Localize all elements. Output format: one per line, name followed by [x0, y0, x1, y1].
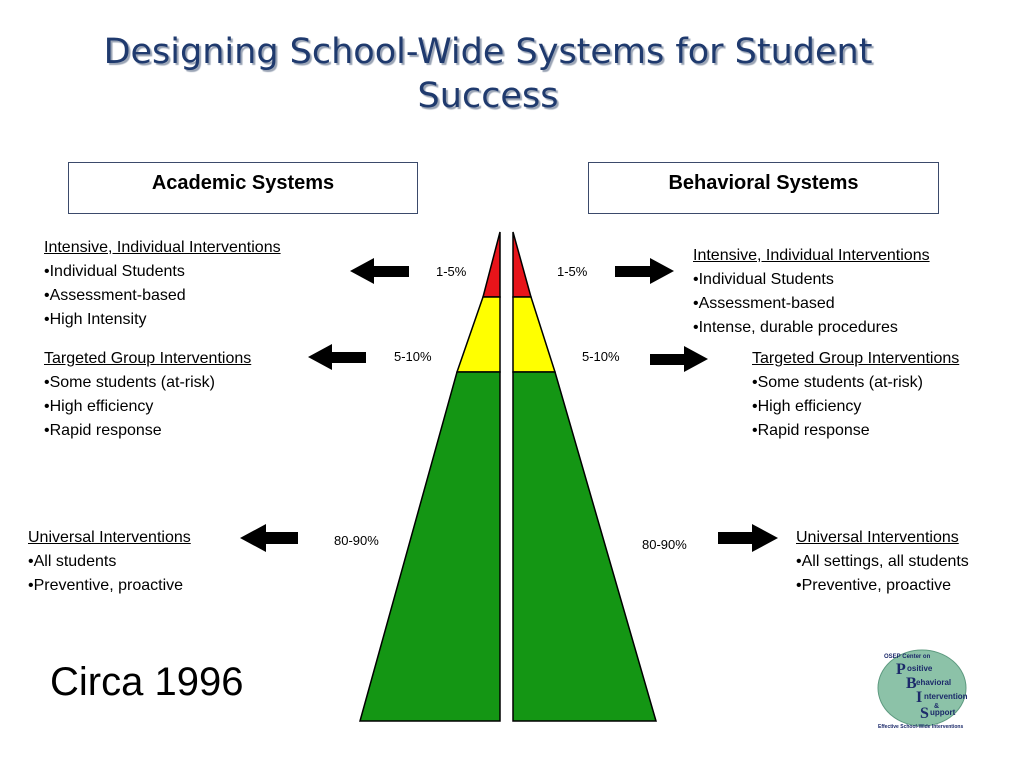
list-item: Some students (at-risk) — [44, 371, 251, 395]
logo-letter-p: P — [896, 661, 906, 678]
logo-word-support: upport — [930, 708, 956, 717]
list-item: High efficiency — [44, 395, 251, 419]
logo-letter-i: I — [916, 689, 922, 706]
academic-pct-top: 1-5% — [436, 264, 467, 279]
logo-word-positive: ositive — [907, 664, 933, 673]
behavioral-pct-mid: 5-10% — [582, 349, 620, 364]
list-item: High efficiency — [752, 395, 959, 419]
behavioral-systems-box: Behavioral Systems — [588, 162, 939, 214]
list-item: High Intensity — [44, 308, 281, 332]
behavioral-universal-block: Universal Interventions All settings, al… — [796, 526, 969, 598]
academic-systems-box: Academic Systems — [68, 162, 418, 214]
academic-intensive-tier — [482, 231, 501, 298]
academic-universal-heading: Universal Interventions — [28, 529, 191, 546]
list-item: Individual Students — [693, 268, 930, 292]
list-item: Intense, durable procedures — [693, 316, 930, 340]
list-item: Some students (at-risk) — [752, 371, 959, 395]
behavioral-systems-label: Behavioral Systems — [668, 172, 859, 194]
behavioral-pct-base: 80-90% — [642, 537, 687, 552]
behavioral-pct-top: 1-5% — [557, 264, 588, 279]
title-line-2: Success — [417, 76, 559, 116]
list-item: All students — [28, 550, 191, 574]
behavioral-intensive-tier — [512, 231, 532, 298]
logo-top-text: OSEP Center on — [884, 654, 931, 660]
left-arrow-universal-icon — [240, 524, 298, 552]
list-item: Assessment-based — [44, 284, 281, 308]
list-item: All settings, all students — [796, 550, 969, 574]
behavioral-intensive-block: Intensive, Individual Interventions Indi… — [693, 244, 930, 340]
behavioral-targeted-heading: Targeted Group Interventions — [752, 350, 960, 367]
logo-letter-s: S — [920, 705, 929, 722]
academic-pct-base: 80-90% — [334, 533, 379, 548]
list-item: Preventive, proactive — [28, 574, 191, 598]
behavioral-targeted-block: Targeted Group Interventions Some studen… — [752, 347, 959, 443]
logo-letter-b: B — [906, 675, 917, 692]
list-item: Individual Students — [44, 260, 281, 284]
logo-ampersand: & — [934, 703, 939, 710]
list-item: Preventive, proactive — [796, 574, 969, 598]
academic-pct-mid: 5-10% — [394, 349, 432, 364]
behavioral-intensive-heading: Intensive, Individual Interventions — [693, 247, 930, 264]
right-arrow-intensive-icon — [615, 258, 674, 284]
list-item: Rapid response — [44, 419, 251, 443]
logo-tagline: Effective School-Wide Interventions — [878, 724, 963, 730]
logo-word-intervention: ntervention — [924, 692, 968, 701]
academic-targeted-block: Targeted Group Interventions Some studen… — [44, 347, 251, 443]
academic-universal-block: Universal Interventions All students Pre… — [28, 526, 191, 598]
academic-universal-tier — [359, 371, 501, 722]
title-line-1: Designing School-Wide Systems for Studen… — [103, 32, 873, 72]
list-item: Rapid response — [752, 419, 959, 443]
academic-systems-label: Academic Systems — [151, 172, 335, 194]
left-arrow-targeted-icon — [308, 344, 366, 370]
circa-label: Circa 1996 — [50, 660, 244, 704]
pbis-logo-icon: OSEP Center on P ositive B ehavioral I n… — [877, 649, 968, 730]
right-arrow-targeted-icon — [650, 346, 708, 372]
academic-intensive-heading: Intensive, Individual Interventions — [44, 239, 281, 256]
behavioral-universal-heading: Universal Interventions — [796, 529, 959, 546]
logo-word-behavioral: ehavioral — [916, 678, 951, 687]
academic-targeted-tier — [455, 296, 501, 373]
behavioral-targeted-tier — [512, 296, 557, 373]
academic-intensive-block: Intensive, Individual Interventions Indi… — [44, 236, 281, 332]
behavioral-universal-tier — [512, 371, 657, 722]
academic-targeted-heading: Targeted Group Interventions — [44, 350, 252, 367]
page-title: Designing School-Wide Systems for Studen… — [100, 30, 876, 118]
right-arrow-universal-icon — [718, 524, 778, 552]
list-item: Assessment-based — [693, 292, 930, 316]
left-arrow-intensive-icon — [350, 258, 409, 284]
